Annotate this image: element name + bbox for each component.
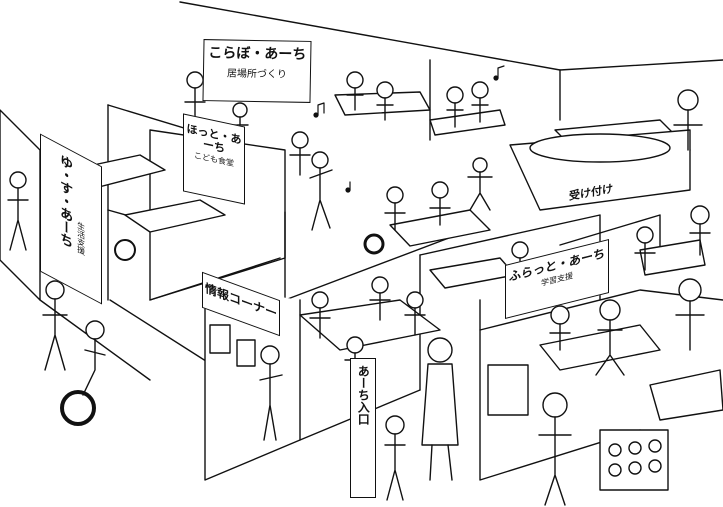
bulletin-boards [209,324,669,491]
sign-arch-entrance: あーち入口 [350,358,376,498]
wheelchair-icons [60,233,385,426]
sign-entrance-title: あーち入口 [356,365,371,425]
sign-korabo-title: こらぼ・あーち [208,45,307,63]
rug [529,133,671,163]
sign-hotto-arch: ほっと・あーち こども食堂 [183,113,245,205]
back-wall [429,59,561,141]
people [7,71,711,506]
sign-yusu-subtitle: 生活支援 [76,219,86,257]
sign-korabo-arch: こらぼ・あーち 居場所づくり [202,39,312,103]
sign-korabo-subtitle: 居場所づくり [226,68,288,81]
music-note-icons [313,65,505,193]
sign-yusu-title: ゆ・す・あーち [57,150,73,250]
